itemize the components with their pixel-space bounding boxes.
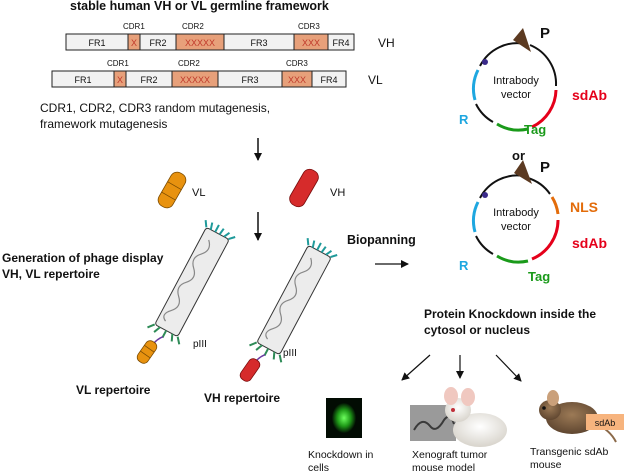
vector1-name-line2: vector xyxy=(501,89,531,101)
diagram-title: stable human VH or VL germline framework xyxy=(70,0,329,13)
vh-chain-label: VH xyxy=(378,36,395,50)
vector2-name-line2: vector xyxy=(501,221,531,233)
transgenic-mouse-image: sdAb xyxy=(539,390,624,443)
intrabody-vector-1: P Intrabody vector sdAb Tag R xyxy=(459,25,607,137)
mutagenesis-line-2: framework mutagenesis xyxy=(40,117,167,131)
vl-chain-label: VL xyxy=(368,73,383,87)
vh-cdr3-label: CDR3 xyxy=(298,22,320,31)
vh-sequence-row: CDR1 CDR2 CDR3 FR1 X FR2 XXXXX FR3 XXX F… xyxy=(65,22,395,51)
knockdown-line-2: cytosol or nucleus xyxy=(424,323,530,337)
vector2-sdab: sdAb xyxy=(572,235,607,251)
vh-fr2: FR2 xyxy=(149,38,166,48)
xenograft-caption-line1: Xenograft tumor xyxy=(412,449,488,461)
vector1-promoter: P xyxy=(540,25,550,42)
vector2-nls: NLS xyxy=(570,199,598,215)
vl-cdr2-x: XXXXX xyxy=(180,75,210,85)
vl-fr2: FR2 xyxy=(140,75,157,85)
vector2-tag: Tag xyxy=(528,269,550,284)
vh-cdr2-label: CDR2 xyxy=(182,22,204,31)
vl-fr1: FR1 xyxy=(74,75,91,85)
vh-cdr1-label: CDR1 xyxy=(123,22,145,31)
vector1-tag: Tag xyxy=(524,122,546,137)
vh-fr1: FR1 xyxy=(88,38,105,48)
vector1-sdab: sdAb xyxy=(572,87,607,103)
vl-phage-domain xyxy=(136,340,158,364)
vl-cdr1-label: CDR1 xyxy=(107,59,129,68)
intrabody-vector-2: P Intrabody vector NLS sdAb Tag R xyxy=(459,159,607,284)
outcome-arrow-cells xyxy=(401,354,431,381)
piii-label-vh: pIII xyxy=(283,348,297,359)
vl-cdr2-label: CDR2 xyxy=(178,59,200,68)
vh-cdr3-x: XXX xyxy=(302,38,320,48)
mutagenesis-line-1: CDR1, CDR2, CDR3 random mutagenesis, xyxy=(40,101,270,115)
vector2-r: R xyxy=(459,258,469,273)
phage-display-line-1: Generation of phage display xyxy=(2,251,164,265)
biopanning-label: Biopanning xyxy=(347,233,416,247)
cells-caption-line2: cells xyxy=(308,462,329,474)
or-label: or xyxy=(512,148,525,163)
vl-sequence-row: CDR1 CDR2 CDR3 FR1 X FR2 XXXXX FR3 XXX F… xyxy=(51,59,383,88)
vh-fr3: FR3 xyxy=(250,38,267,48)
vl-cdr1-x: X xyxy=(117,75,123,85)
xenograft-mouse-image xyxy=(410,387,507,447)
vl-fr3: FR3 xyxy=(241,75,258,85)
transgenic-caption-line2: mouse xyxy=(530,459,562,471)
cells-caption-line1: Knockdown in xyxy=(308,449,374,461)
vh-phage-illustration xyxy=(249,238,338,373)
transgenic-sdab-tag: sdAb xyxy=(595,418,616,428)
vl-cdr3-label: CDR3 xyxy=(286,59,308,68)
vh-fr4: FR4 xyxy=(332,38,349,48)
phage-display-line-2: VH, VL repertoire xyxy=(2,267,100,281)
vh-phage-domain xyxy=(239,358,261,382)
vh-repertoire-label: VH repertoire xyxy=(204,391,280,405)
vh-cdr1-x: X xyxy=(131,38,137,48)
vl-cdr3-x: XXX xyxy=(288,75,306,85)
vh-domain-icon xyxy=(289,168,319,208)
vh-domain-label: VH xyxy=(330,187,345,199)
vl-phage-illustration xyxy=(147,220,236,355)
vector2-name-line1: Intrabody xyxy=(493,207,539,219)
vector2-promoter: P xyxy=(540,159,550,176)
transgenic-caption-line1: Transgenic sdAb xyxy=(530,446,609,458)
knockdown-line-1: Protein Knockdown inside the xyxy=(424,307,596,321)
xenograft-caption-line2: mouse model xyxy=(412,462,475,474)
vl-repertoire-label: VL repertoire xyxy=(76,383,151,397)
vl-fr4: FR4 xyxy=(320,75,337,85)
vl-domain-icon xyxy=(157,171,187,209)
vl-domain-label: VL xyxy=(192,187,205,199)
vector1-r: R xyxy=(459,112,469,127)
piii-label-vl: pIII xyxy=(193,339,207,350)
vh-cdr2-x: XXXXX xyxy=(185,38,215,48)
outcome-arrow-transgenic xyxy=(495,354,522,382)
knockdown-cell-image xyxy=(326,398,362,438)
vector1-name-line1: Intrabody xyxy=(493,75,539,87)
